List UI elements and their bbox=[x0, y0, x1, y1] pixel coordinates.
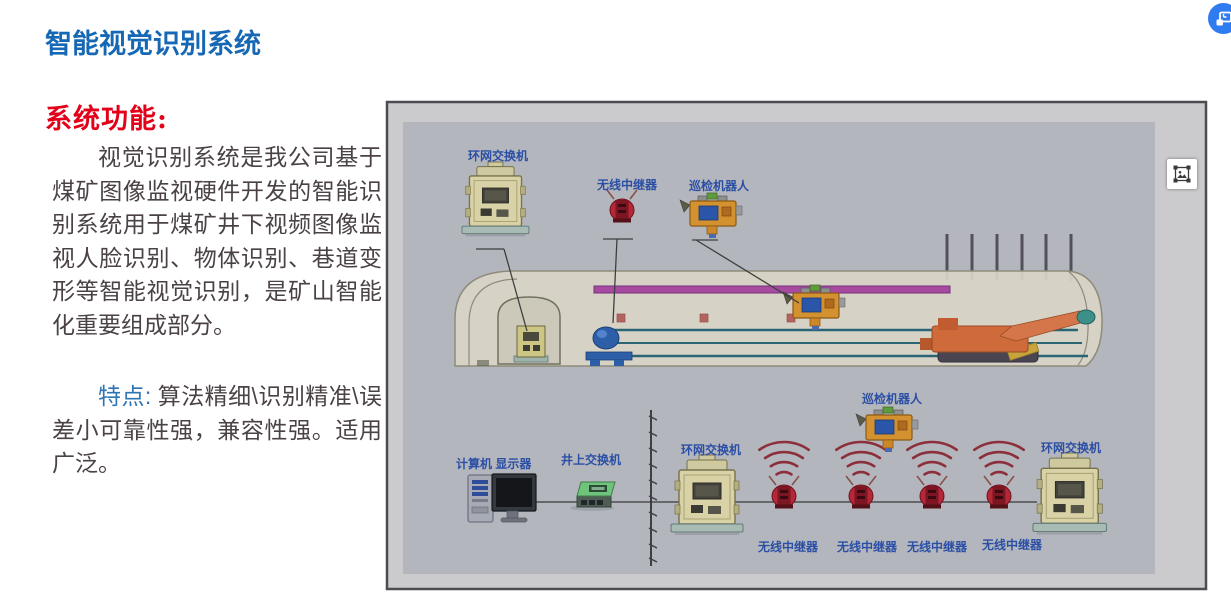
extension-button[interactable] bbox=[1208, 3, 1231, 34]
tunnel-scene: 环网交换机 无线中继器 巡检机器人 bbox=[454, 148, 1103, 367]
alcove-switch bbox=[513, 325, 549, 363]
picture-in-picture-icon bbox=[1216, 11, 1231, 25]
label-repeater-4: 无线中继器 bbox=[981, 537, 1043, 552]
label-repeater-2: 无线中继器 bbox=[836, 539, 898, 554]
section-heading: 系统功能: bbox=[45, 104, 168, 135]
label-repeater-top: 无线中继器 bbox=[596, 177, 658, 192]
label-robot-top: 巡检机器人 bbox=[689, 178, 750, 193]
features-paragraph: 特点:算法精细\识别精准\误差小可靠性强，兼容性强。适用广泛。 bbox=[52, 380, 382, 481]
label-repeater-1: 无线中继器 bbox=[757, 539, 819, 554]
label-robot-bottom: 巡检机器人 bbox=[862, 391, 923, 406]
label-ring-switch-bottom-right: 环网交换机 bbox=[1041, 440, 1101, 455]
roadheader-machine bbox=[920, 309, 1096, 363]
leader-lines bbox=[476, 238, 800, 332]
surface-switch bbox=[570, 481, 616, 511]
network-scene: 计算机 显示器 井上交换机 环网交换机 巡检机器人 无线中继器 无线中继器 无线… bbox=[456, 391, 1108, 566]
image-icon bbox=[1173, 165, 1191, 183]
shaft-line bbox=[648, 410, 658, 566]
wall-sensors bbox=[616, 313, 796, 323]
feature-label: 特点: bbox=[98, 383, 152, 409]
label-ring-switch-top: 环网交换机 bbox=[468, 148, 528, 163]
label-repeater-3: 无线中继器 bbox=[906, 539, 968, 554]
label-ring-switch-bottom-left: 环网交换机 bbox=[681, 442, 741, 457]
image-select-button[interactable] bbox=[1167, 159, 1197, 189]
label-surface-switch: 井上交换机 bbox=[561, 452, 621, 467]
tunnel-portal-line bbox=[468, 278, 518, 366]
computer bbox=[467, 473, 537, 523]
system-diagram-image[interactable]: 环网交换机 无线中继器 巡检机器人 bbox=[385, 100, 1209, 591]
feature-text: 算法精细\识别精准\误差小可靠性强，兼容性强。适用广泛。 bbox=[52, 383, 383, 476]
page-title: 智能视觉识别系统 bbox=[45, 29, 261, 60]
intro-paragraph: 视觉识别系统是我公司基于煤矿图像监视硬件开发的智能识别系统用于煤矿井下视频图像监… bbox=[52, 144, 382, 338]
label-computer: 计算机 显示器 bbox=[456, 456, 532, 471]
